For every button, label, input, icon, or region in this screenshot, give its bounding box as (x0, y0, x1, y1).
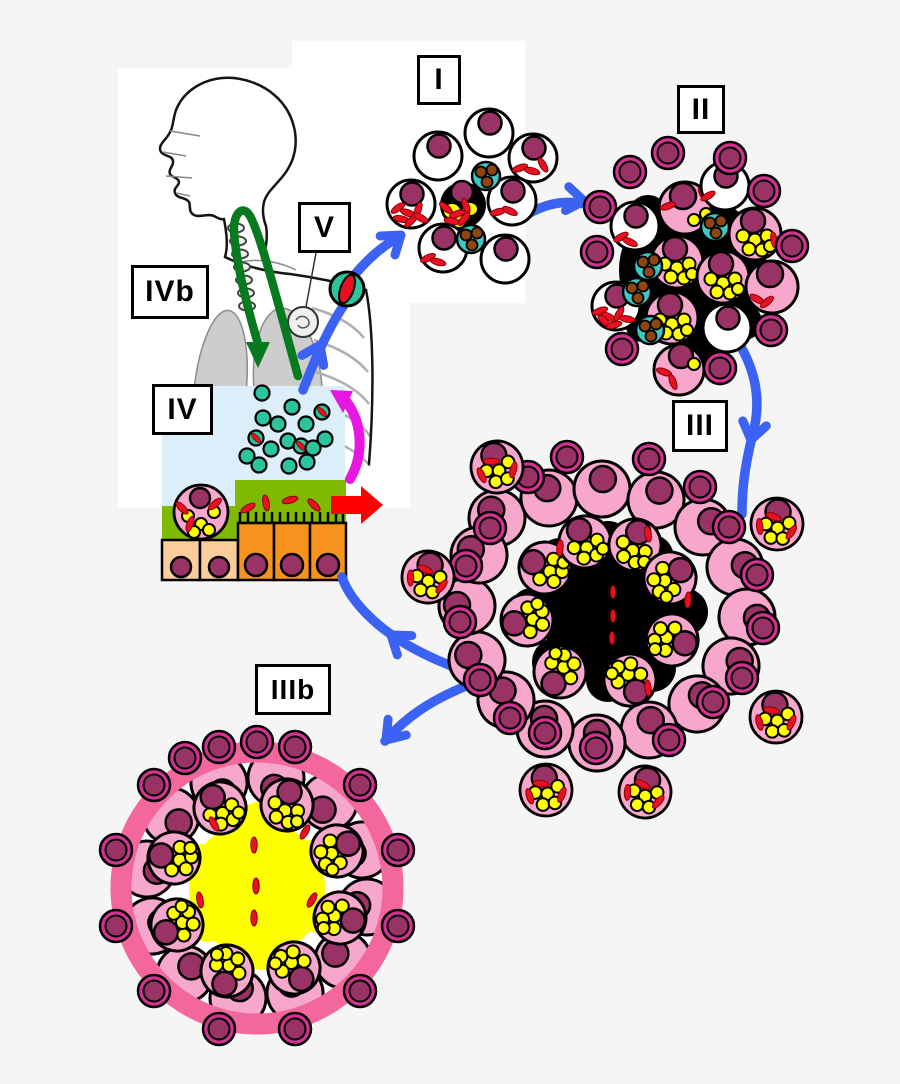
stage3b-label: IIIb (255, 664, 331, 715)
recycle-arrow (330, 390, 365, 484)
stage3-label: III (672, 400, 728, 452)
stage3-cluster (398, 435, 805, 823)
infected-macrophage (744, 259, 800, 315)
stage3b-granuloma (98, 724, 416, 1047)
stage5-label: V (298, 202, 351, 253)
stage4b-label: IVb (131, 265, 209, 319)
aerosol-particle-icon (328, 270, 366, 308)
stage3b-label-text: IIIb (270, 673, 316, 705)
stage3-label-text: III (685, 409, 714, 442)
stage2-cluster (579, 135, 810, 397)
stage5-leader-line (304, 252, 317, 313)
stage4-label: IV (152, 384, 213, 435)
stage1-cluster (385, 107, 559, 285)
stage4b-label-text: IVb (145, 275, 195, 308)
necrotic-core (437, 179, 486, 229)
infected-macrophages (657, 180, 713, 236)
arrow-3-to-3b (380, 681, 471, 746)
release-arrow (331, 486, 383, 524)
stage2-label-text: II (691, 92, 711, 126)
foamy-macrophage-stage4 (172, 483, 230, 541)
stage5-label-text: V (313, 210, 335, 244)
inhalation-arrow (229, 206, 303, 381)
stage1-label: I (417, 55, 461, 105)
stage1-label-text: I (434, 63, 444, 96)
stage2-label: II (677, 85, 725, 134)
stage4-label-text: IV (167, 392, 198, 426)
infected-macrophage (652, 342, 706, 397)
caseum-bacteria (609, 585, 616, 645)
bronchus-circle (287, 306, 319, 338)
epithelium-cells (160, 521, 348, 582)
